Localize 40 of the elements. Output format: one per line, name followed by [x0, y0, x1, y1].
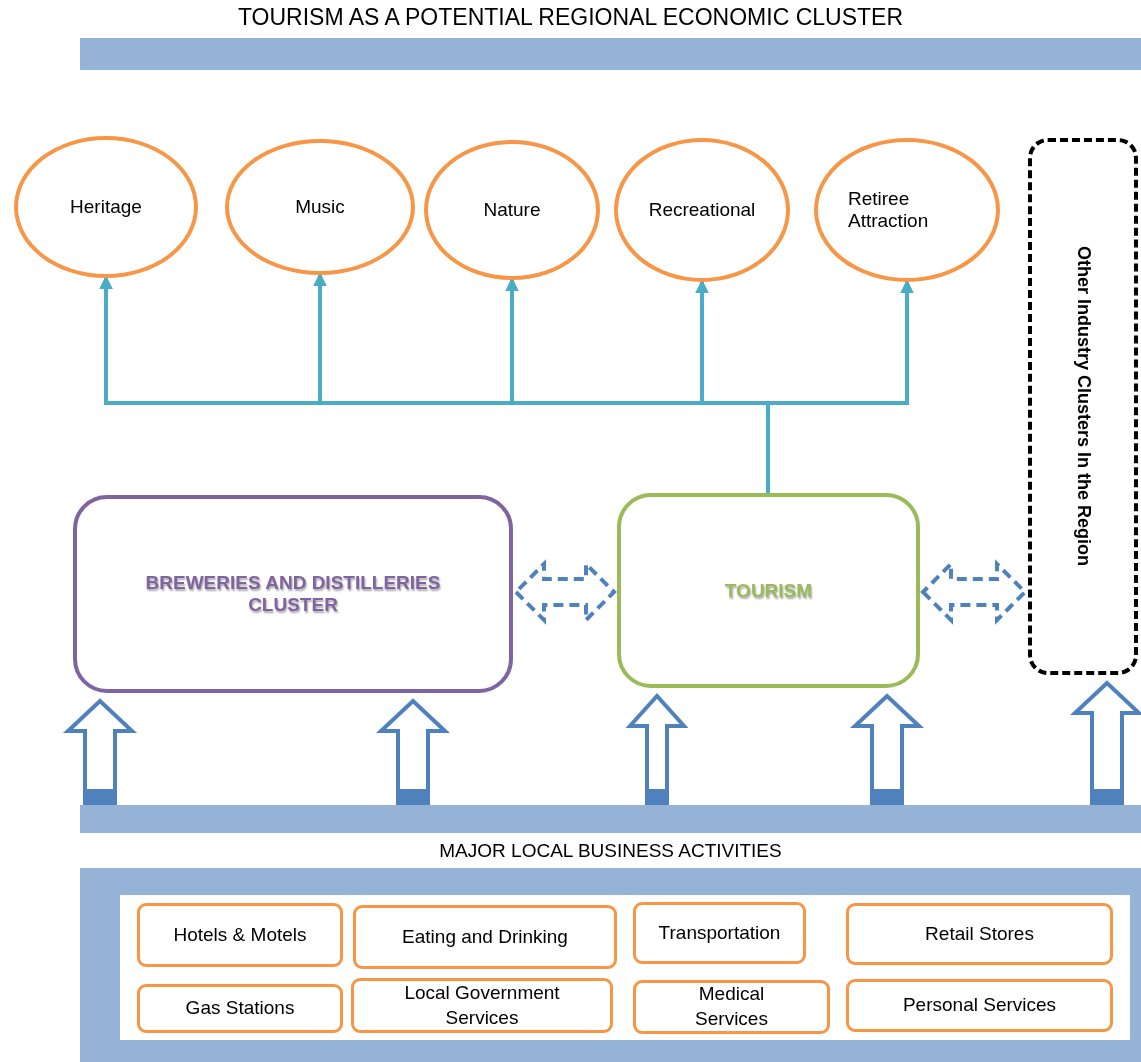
activity-box — [633, 980, 830, 1034]
topic-ellipse — [424, 140, 600, 280]
cluster-label: TOURISM — [724, 579, 813, 602]
topic-label: Heritage — [70, 196, 142, 218]
activity-box — [137, 984, 343, 1033]
activity-box — [633, 902, 806, 964]
arrow — [766, 279, 914, 493]
band — [80, 38, 1141, 70]
activity-label: Gas Stations — [185, 996, 295, 1021]
double-arrow — [513, 559, 617, 625]
activity-box — [353, 905, 617, 969]
activities-panel — [80, 868, 1141, 1062]
activity-label: Personal Services — [902, 993, 1057, 1018]
cluster-box — [73, 495, 513, 693]
activity-box — [351, 978, 613, 1033]
topic-label: Nature — [483, 199, 541, 221]
cluster-label: Other Industry Clusters In the Region — [1072, 246, 1095, 567]
activity-label: Hotels & Motels — [173, 922, 307, 947]
topic-ellipse — [814, 138, 1000, 282]
topic-label: Recreational — [648, 199, 756, 221]
topic-ellipse — [614, 138, 790, 282]
activity-box — [846, 979, 1113, 1032]
activity-label: Medical Services — [694, 982, 769, 1031]
double-arrow — [920, 559, 1028, 625]
activity-label: Local Government Services — [403, 980, 561, 1030]
activity-label: Retail Stores — [925, 921, 1034, 946]
topic-label: Music — [295, 196, 345, 218]
activity-box — [137, 903, 343, 967]
activity-label: Eating and Drinking — [402, 924, 568, 949]
topic-ellipse — [14, 136, 198, 278]
band — [80, 805, 1141, 833]
topic-ellipse — [225, 139, 415, 275]
title: TOURISM AS A POTENTIAL REGIONAL ECONOMIC CLUSTER — [237, 4, 904, 31]
topic-label: Retiree Attraction — [848, 188, 930, 232]
cluster-box — [617, 493, 920, 688]
cluster-label: BREWERIES AND DISTILLERIES CLUSTER — [144, 572, 442, 616]
dashed-cluster-box — [1028, 138, 1138, 675]
section-heading: MAJOR LOCAL BUSINESS ACTIVITIES — [438, 840, 783, 862]
activity-label: Transportation — [658, 920, 781, 945]
activity-box — [846, 903, 1113, 965]
